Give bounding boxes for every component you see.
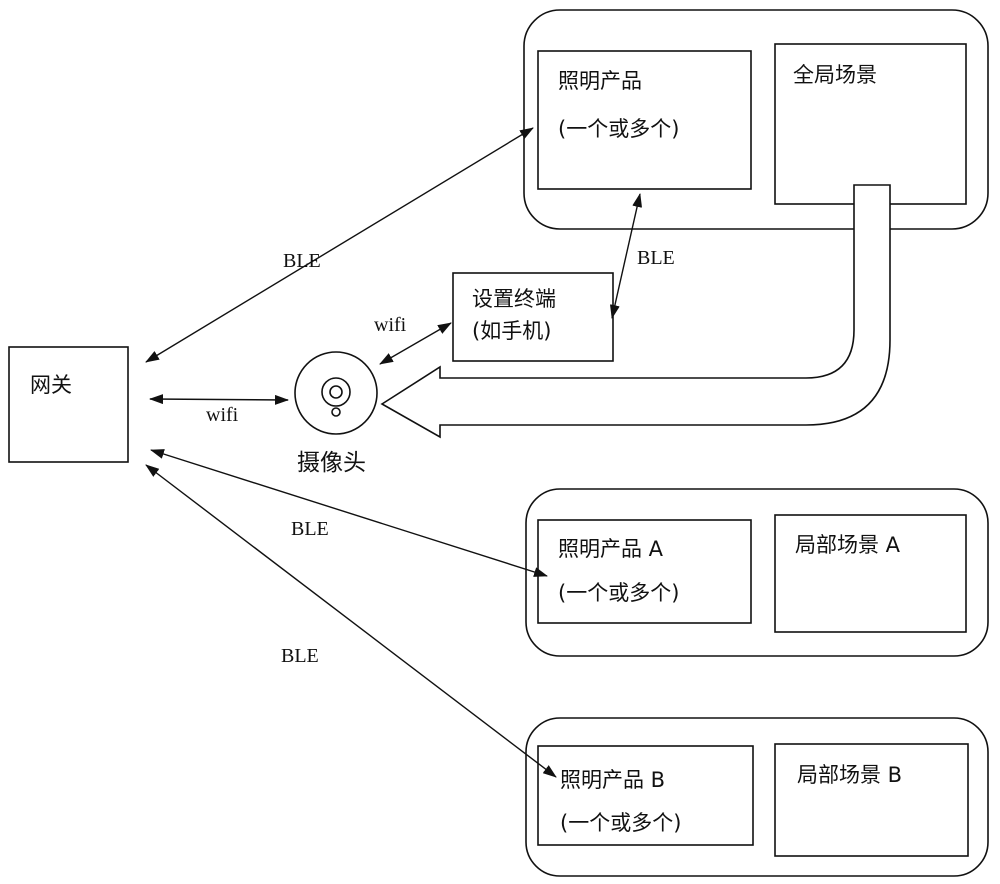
setup-terminal-line2: (如手机) (472, 319, 552, 343)
group-b-container (525, 717, 989, 877)
link-label-gateway-b: BLE (281, 645, 319, 667)
group-b-lighting-line1: 照明产品 B (560, 768, 666, 792)
global-group-container (523, 9, 989, 230)
link-label-camera-terminal: wifi (374, 314, 407, 336)
link-gateway-camera (149, 394, 289, 405)
group-b-lighting-line2: (一个或多个) (560, 811, 682, 835)
link-gateway-b (145, 464, 557, 778)
gateway-label: 网关 (30, 373, 72, 397)
group-a-lighting-line1: 照明产品 A (558, 537, 664, 561)
link-label-gateway-global: BLE (283, 250, 321, 272)
camera-icon (294, 351, 378, 435)
global-lighting-line1: 照明产品 (558, 69, 642, 93)
group-b-lighting-box (537, 745, 754, 846)
link-camera-terminal (379, 322, 452, 365)
setup-terminal-line1: 设置终端 (472, 287, 556, 311)
group-a-scene-box (774, 514, 967, 633)
group-b-scene-label: 局部场景 B (797, 763, 903, 787)
group-b-scene-box (774, 743, 969, 857)
global-lighting-line2: (一个或多个) (558, 117, 680, 141)
global-lighting-box (537, 50, 752, 190)
link-terminal-global (609, 193, 643, 319)
link-label-terminal-global: BLE (637, 247, 675, 269)
group-a-scene-label: 局部场景 A (795, 533, 901, 557)
global-scene-label: 全局场景 (793, 63, 877, 87)
scene-to-camera-arrow (380, 184, 891, 439)
link-label-gateway-a: BLE (291, 518, 329, 540)
group-a-container (525, 488, 989, 657)
link-label-gateway-camera: wifi (206, 404, 239, 426)
gateway-box (8, 346, 129, 463)
link-gateway-global (145, 127, 534, 363)
group-a-lighting-line2: (一个或多个) (558, 581, 680, 605)
camera-label: 摄像头 (297, 450, 366, 476)
